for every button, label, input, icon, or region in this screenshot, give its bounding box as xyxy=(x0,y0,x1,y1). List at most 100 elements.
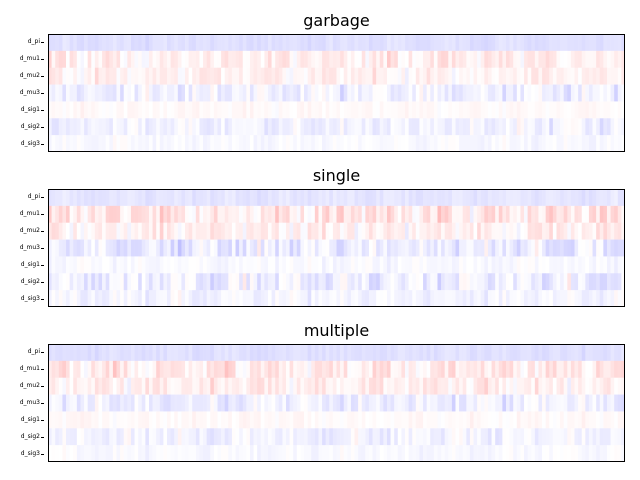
heatmap-cell xyxy=(469,239,474,257)
heatmap-cell xyxy=(286,360,290,379)
heatmap-cell xyxy=(260,189,265,207)
heatmap-cell xyxy=(257,360,262,379)
heatmap-cell xyxy=(588,394,593,412)
heatmap-cell xyxy=(322,67,326,85)
heatmap-cell xyxy=(560,445,564,462)
heatmap-cell xyxy=(141,205,146,224)
heatmap-cell xyxy=(87,273,92,291)
heatmap-cell xyxy=(48,222,52,240)
heatmap-cell xyxy=(159,205,164,224)
heatmap-cell xyxy=(394,256,399,274)
heatmap-cell xyxy=(469,34,474,52)
heatmap-cell xyxy=(509,101,514,119)
heatmap-cell xyxy=(484,377,489,395)
heatmap-cell xyxy=(585,67,590,85)
heatmap-cell xyxy=(549,394,554,412)
heatmap-cell xyxy=(300,222,305,240)
heatmap-cell xyxy=(127,222,132,240)
heatmap-cell xyxy=(542,101,546,119)
heatmap-cell xyxy=(87,445,92,462)
heatmap-cell xyxy=(91,84,96,102)
heatmap-cell xyxy=(242,101,247,119)
heatmap-cell xyxy=(130,222,135,240)
heatmap-cell xyxy=(574,84,579,102)
heatmap-cell xyxy=(188,222,193,240)
heatmap-cell xyxy=(322,222,326,240)
heatmap-cell xyxy=(278,222,283,240)
heatmap-cell xyxy=(441,189,445,207)
heatmap-cell xyxy=(156,290,161,307)
heatmap-cell xyxy=(84,428,88,446)
heatmap-cell xyxy=(138,290,143,307)
heatmap-cell xyxy=(120,411,125,429)
heatmap-cell xyxy=(181,428,186,446)
heatmap-cell xyxy=(181,239,186,257)
heatmap-cell xyxy=(394,377,399,395)
heatmap-cell xyxy=(340,256,345,274)
heatmap-cell xyxy=(390,50,395,69)
heatmap-cell xyxy=(282,273,287,291)
heatmap-cell xyxy=(386,34,391,52)
heatmap-cell xyxy=(585,445,590,462)
heatmap-cell xyxy=(390,34,395,52)
heatmap-cell xyxy=(408,84,413,102)
heatmap-cell xyxy=(390,189,395,207)
heatmap-cell xyxy=(592,445,597,462)
heatmap-cell xyxy=(491,118,496,136)
heatmap-cell xyxy=(408,290,413,307)
heatmap-cell xyxy=(58,394,63,412)
heatmap-cell xyxy=(516,445,521,462)
heatmap-cell xyxy=(264,222,269,240)
heatmap-cell xyxy=(578,205,583,224)
heatmap-cell xyxy=(560,394,564,412)
heatmap-cell xyxy=(58,239,63,257)
heatmap-cell xyxy=(318,67,323,85)
heatmap-cell xyxy=(224,239,229,257)
heatmap-cell xyxy=(444,67,449,85)
heatmap-cell xyxy=(426,222,431,240)
heatmap-cell xyxy=(76,239,81,257)
heatmap-cell xyxy=(221,84,226,102)
heatmap-cell xyxy=(242,394,247,412)
heatmap-cell xyxy=(592,377,597,395)
heatmap-cell xyxy=(469,256,474,274)
heatmap-cell xyxy=(444,239,449,257)
heatmap-cell xyxy=(343,34,348,52)
heatmap-cell xyxy=(502,411,507,429)
heatmap-cell xyxy=(304,377,308,395)
heatmap-cell xyxy=(563,101,568,119)
heatmap-cell xyxy=(459,101,464,119)
heatmap-cell xyxy=(203,34,207,52)
heatmap-cell xyxy=(62,290,67,307)
heatmap-cell xyxy=(560,205,564,224)
heatmap-cell xyxy=(505,205,510,224)
heatmap-cell xyxy=(55,34,60,52)
heatmap-row-d_pi xyxy=(48,34,625,52)
heatmap-cell xyxy=(76,222,81,240)
heatmap-cell xyxy=(563,118,568,136)
heatmap-cell xyxy=(491,101,496,119)
heatmap-cell xyxy=(397,189,402,207)
heatmap-cell xyxy=(372,394,377,412)
heatmap-cell xyxy=(596,411,601,429)
heatmap-cell xyxy=(167,377,171,395)
heatmap-cell xyxy=(394,445,399,462)
heatmap-cell xyxy=(430,411,435,429)
heatmap-cell xyxy=(477,239,482,257)
heatmap-cell xyxy=(542,411,546,429)
heatmap-cell xyxy=(491,344,496,362)
heatmap-cell xyxy=(257,394,262,412)
heatmap-cell xyxy=(325,344,330,362)
heatmap-cell xyxy=(224,273,229,291)
heatmap-cell xyxy=(130,84,135,102)
heatmap-cell xyxy=(69,84,74,102)
heatmap-cell xyxy=(325,101,330,119)
heatmap-cell xyxy=(423,67,427,85)
heatmap-cell xyxy=(199,377,204,395)
heatmap-cell xyxy=(203,394,207,412)
heatmap-cell xyxy=(578,135,583,152)
heatmap-cell xyxy=(159,428,164,446)
heatmap-cell xyxy=(480,273,485,291)
heatmap-cell xyxy=(610,344,615,362)
heatmap-cell xyxy=(127,360,132,379)
